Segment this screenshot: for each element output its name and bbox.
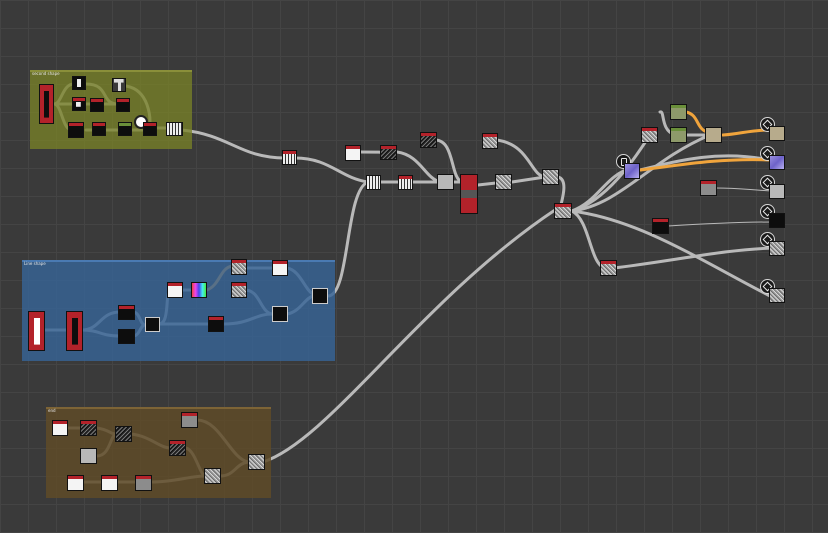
graph-node[interactable] <box>366 175 381 190</box>
graph-node[interactable] <box>312 288 328 304</box>
graph-node[interactable] <box>166 122 183 136</box>
graph-node[interactable] <box>482 133 498 149</box>
output-preview[interactable] <box>769 184 785 199</box>
frame-title: end <box>48 408 56 413</box>
graph-node[interactable] <box>145 317 160 332</box>
wire[interactable] <box>638 154 772 172</box>
graph-node[interactable] <box>101 475 118 491</box>
graph-node[interactable] <box>272 260 288 276</box>
graph-node[interactable] <box>495 174 512 190</box>
graph-node[interactable] <box>66 311 83 351</box>
graph-node[interactable] <box>700 180 717 196</box>
graph-node[interactable] <box>204 468 221 484</box>
graph-node[interactable] <box>705 127 722 143</box>
graph-node[interactable] <box>72 76 86 90</box>
output-preview[interactable] <box>769 288 785 303</box>
graph-node[interactable] <box>169 440 186 456</box>
wire[interactable] <box>476 181 498 187</box>
graph-node[interactable] <box>652 218 669 234</box>
wire[interactable] <box>612 246 775 270</box>
graph-node[interactable] <box>39 84 54 124</box>
wire[interactable] <box>570 133 712 213</box>
graph-node[interactable] <box>437 174 454 190</box>
graph-node[interactable] <box>118 122 132 136</box>
graph-node[interactable] <box>67 475 84 491</box>
graph-node[interactable] <box>670 104 687 120</box>
graph-node[interactable] <box>380 145 397 160</box>
graph-node[interactable] <box>460 174 478 214</box>
graph-node[interactable] <box>116 98 130 112</box>
graph-node[interactable] <box>554 203 572 219</box>
graph-node[interactable] <box>28 311 45 351</box>
wire[interactable] <box>667 221 774 227</box>
graph-node[interactable] <box>72 97 86 111</box>
wire[interactable] <box>495 138 547 179</box>
graph-node[interactable] <box>181 412 198 428</box>
wire[interactable] <box>433 138 464 184</box>
graph-node[interactable] <box>115 426 132 442</box>
graph-node[interactable] <box>68 122 84 138</box>
graph-node[interactable] <box>143 122 157 136</box>
graph-node[interactable] <box>231 282 247 298</box>
output-preview[interactable] <box>769 126 785 141</box>
wire[interactable] <box>261 208 557 464</box>
graph-node[interactable] <box>542 169 559 185</box>
output-preview[interactable] <box>769 241 785 256</box>
wire[interactable] <box>715 187 774 192</box>
graph-node[interactable] <box>92 122 106 136</box>
graph-node[interactable] <box>118 305 135 320</box>
graph-node[interactable] <box>52 420 68 436</box>
wire[interactable] <box>510 175 547 184</box>
frame-title: Line shape <box>24 261 46 266</box>
graph-node[interactable] <box>191 282 207 298</box>
graph-node[interactable] <box>90 98 104 112</box>
graph-node[interactable] <box>282 150 297 165</box>
wire-highlight[interactable] <box>638 158 772 172</box>
graph-node[interactable] <box>135 475 152 491</box>
graph-node[interactable] <box>624 163 640 179</box>
graph-node[interactable] <box>272 306 288 322</box>
graph-node[interactable] <box>231 259 247 275</box>
graph-node[interactable] <box>420 132 437 148</box>
graph-node[interactable] <box>248 454 265 470</box>
frame-second-shape[interactable]: second shape <box>30 70 192 149</box>
output-preview[interactable] <box>769 213 785 228</box>
graph-node[interactable] <box>118 329 135 344</box>
wire[interactable] <box>570 209 772 298</box>
graph-node[interactable] <box>167 282 183 298</box>
graph-node[interactable] <box>80 448 97 464</box>
graph-node[interactable] <box>641 127 658 143</box>
frame-title: second shape <box>32 71 60 76</box>
graph-node[interactable] <box>80 420 97 436</box>
wire[interactable] <box>395 150 442 184</box>
graph-node[interactable] <box>670 127 687 143</box>
wire[interactable] <box>180 128 287 160</box>
graph-node[interactable] <box>112 78 126 92</box>
graph-node[interactable] <box>600 260 617 276</box>
output-preview[interactable] <box>769 155 785 170</box>
wire[interactable] <box>293 156 370 184</box>
graph-node[interactable] <box>208 316 224 332</box>
graph-node[interactable] <box>398 175 413 190</box>
graph-node[interactable] <box>345 145 361 161</box>
